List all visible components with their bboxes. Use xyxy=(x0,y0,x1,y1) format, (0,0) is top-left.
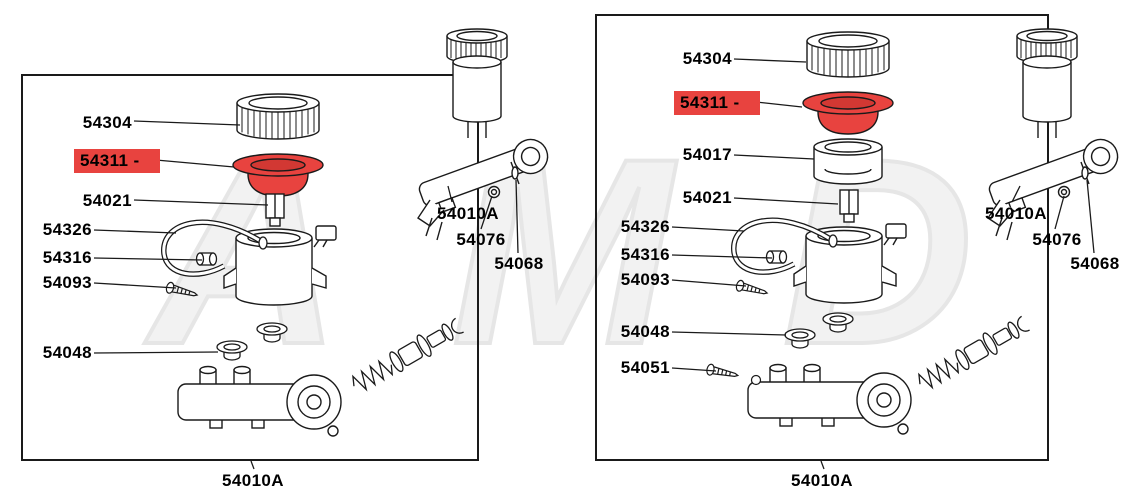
grommet-54048-left-a xyxy=(216,340,248,361)
leader-right-54311 xyxy=(755,101,803,108)
reservoir-cap-54304-right xyxy=(806,31,890,78)
diaphragm-54311-left xyxy=(232,153,324,197)
master-cylinder-body-left xyxy=(177,365,342,437)
part-label-54076-right[interactable]: 54076 xyxy=(1032,230,1082,249)
part-label-54010A-assembly-left[interactable]: 54010A xyxy=(437,204,499,223)
part-label-54021-right[interactable]: 54021 xyxy=(682,188,732,207)
leader-right-54068 xyxy=(1086,179,1095,254)
leader-right-54326 xyxy=(671,226,745,232)
leader-right-54010A-assembly xyxy=(1011,185,1021,203)
fitting-54316-left xyxy=(195,252,218,266)
part-label-54010A-assembly-right[interactable]: 54010A xyxy=(985,204,1047,223)
leader-right-54048 xyxy=(671,331,787,336)
fitting-54316-right xyxy=(765,250,788,264)
part-label-54311-right-highlighted[interactable]: 54311 - xyxy=(674,91,760,115)
leader-left-54311 xyxy=(155,159,235,168)
part-label-54316-right[interactable]: 54316 xyxy=(620,245,670,264)
piston-kit-right xyxy=(913,312,1033,396)
leader-left-54304 xyxy=(133,120,241,126)
part-label-54093-right[interactable]: 54093 xyxy=(620,270,670,289)
part-label-54048-left[interactable]: 54048 xyxy=(42,343,92,362)
diaphragm-54311-right xyxy=(802,91,894,135)
strainer-54017-right xyxy=(813,138,883,185)
part-label-54068-right[interactable]: 54068 xyxy=(1070,254,1120,273)
leader-right-54304 xyxy=(733,58,807,63)
valve-54021-left xyxy=(265,193,285,227)
part-label-54326-right[interactable]: 54326 xyxy=(620,217,670,236)
part-label-54316-left[interactable]: 54316 xyxy=(42,248,92,267)
screw-54093-right xyxy=(734,278,770,299)
reservoir-body-left xyxy=(223,225,337,306)
part-label-54326-left[interactable]: 54326 xyxy=(42,220,92,239)
part-label-54017-right[interactable]: 54017 xyxy=(682,145,732,164)
part-label-54304-right[interactable]: 54304 xyxy=(682,49,732,68)
leader-right-54093 xyxy=(671,279,747,287)
leader-left-title xyxy=(250,460,255,470)
oring-54051-right xyxy=(750,374,762,386)
panel-title-54010A-right[interactable]: 54010A xyxy=(791,471,853,490)
part-label-54068-left[interactable]: 54068 xyxy=(494,254,544,273)
grommet-54048-right-b xyxy=(822,312,854,333)
screw-54093-left xyxy=(164,280,200,301)
reservoir-cap-54304-left xyxy=(236,93,320,140)
panel-frame-left xyxy=(21,74,479,461)
leader-left-54316 xyxy=(93,257,203,261)
leader-right-54051 xyxy=(671,367,717,372)
leader-left-54068 xyxy=(515,179,519,254)
leader-right-54316 xyxy=(671,254,773,259)
leader-right-54017 xyxy=(733,154,815,160)
leader-left-54326 xyxy=(93,229,177,234)
part-label-54093-left[interactable]: 54093 xyxy=(42,273,92,292)
screw-54051-right xyxy=(705,362,740,382)
leader-left-54076 xyxy=(480,195,493,230)
reservoir-body-right xyxy=(793,223,907,304)
leader-left-54093 xyxy=(93,282,177,289)
leader-left-54010A-assembly xyxy=(447,185,453,203)
part-label-54311-left-highlighted[interactable]: 54311 - xyxy=(74,149,160,173)
piston-kit-left xyxy=(347,314,467,398)
valve-54021-right xyxy=(839,189,859,223)
part-label-54076-left[interactable]: 54076 xyxy=(456,230,506,249)
part-label-54304-left[interactable]: 54304 xyxy=(82,113,132,132)
leader-right-54076 xyxy=(1054,195,1065,230)
grommet-54048-left-b xyxy=(256,322,288,343)
master-cylinder-body-right xyxy=(747,363,912,435)
panel-frame-right xyxy=(595,14,1049,461)
leader-left-54021 xyxy=(133,199,269,206)
grommet-54048-right-a xyxy=(784,328,816,349)
part-label-54051-right[interactable]: 54051 xyxy=(620,358,670,377)
leader-right-54021 xyxy=(733,197,839,205)
leader-left-54048 xyxy=(93,351,219,354)
panel-title-54010A-left[interactable]: 54010A xyxy=(222,471,284,490)
part-label-54048-right[interactable]: 54048 xyxy=(620,322,670,341)
leader-right-title xyxy=(820,460,825,470)
part-label-54021-left[interactable]: 54021 xyxy=(82,191,132,210)
